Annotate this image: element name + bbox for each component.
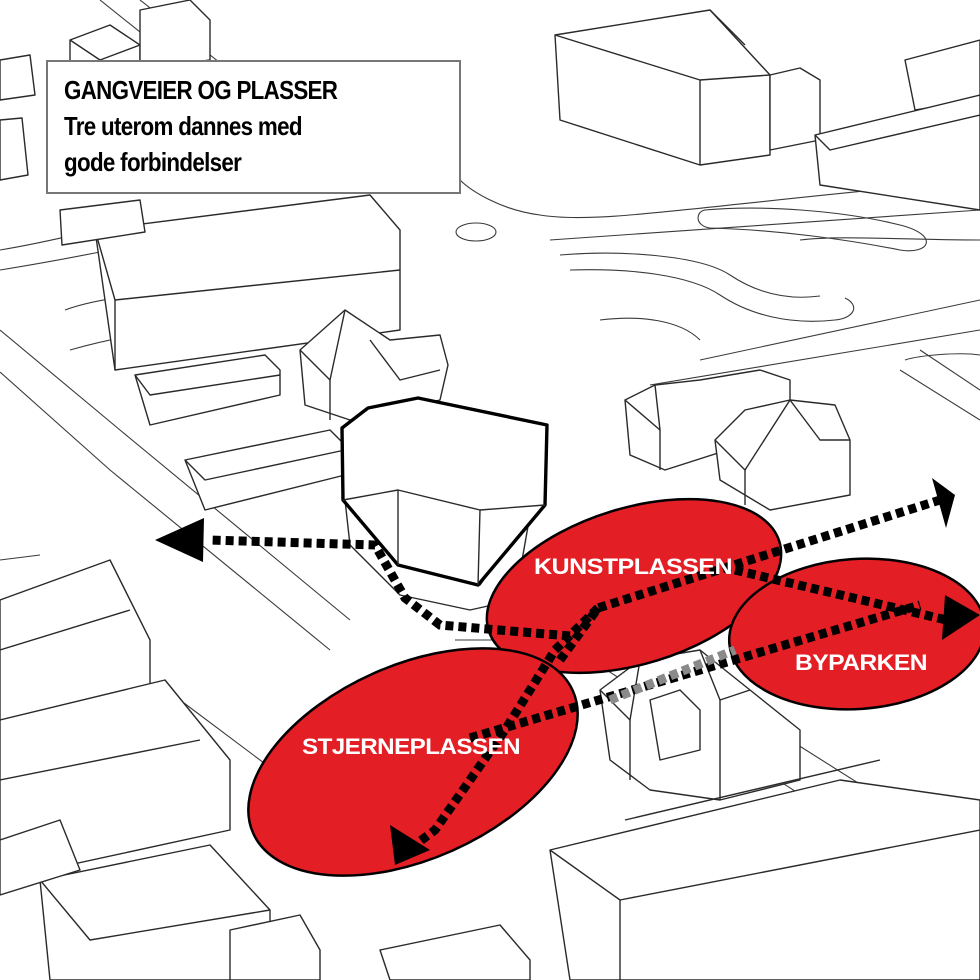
title-heading: GANGVEIER OG PLASSER: [64, 75, 338, 105]
label-kunstplassen: KUNSTPLASSEN: [534, 554, 732, 579]
title-box: GANGVEIER OG PLASSER Tre uterom dannes m…: [46, 60, 461, 194]
path-byparken: [733, 565, 957, 627]
path-diagonal: [412, 604, 602, 849]
arrow-head-icon: [390, 825, 430, 865]
open-spaces: [247, 497, 980, 877]
label-stjerneplassen: STJERNEPLASSEN: [302, 734, 520, 759]
label-byparken: BYPARKEN: [795, 650, 927, 675]
path-east-north: [556, 495, 942, 663]
arrow-head-icon: [155, 518, 204, 562]
arrow-head-icon: [942, 595, 980, 640]
path-cross: [468, 600, 922, 743]
zone-byparken: [727, 557, 980, 711]
zone-labels: KUNSTPLASSEN BYPARKEN STJERNEPLASSEN: [302, 554, 928, 759]
arrow-head-icon: [932, 478, 955, 528]
title-subtitle-line-1: Tre uterom dannes med: [64, 111, 302, 141]
zone-stjerneplassen: [247, 647, 579, 877]
title-subtitle-line-2: gode forbindelser: [64, 147, 242, 177]
central-building: [340, 396, 549, 611]
path-faded: [608, 645, 737, 705]
path-west: [209, 535, 571, 641]
pedestrian-paths: [155, 478, 980, 865]
